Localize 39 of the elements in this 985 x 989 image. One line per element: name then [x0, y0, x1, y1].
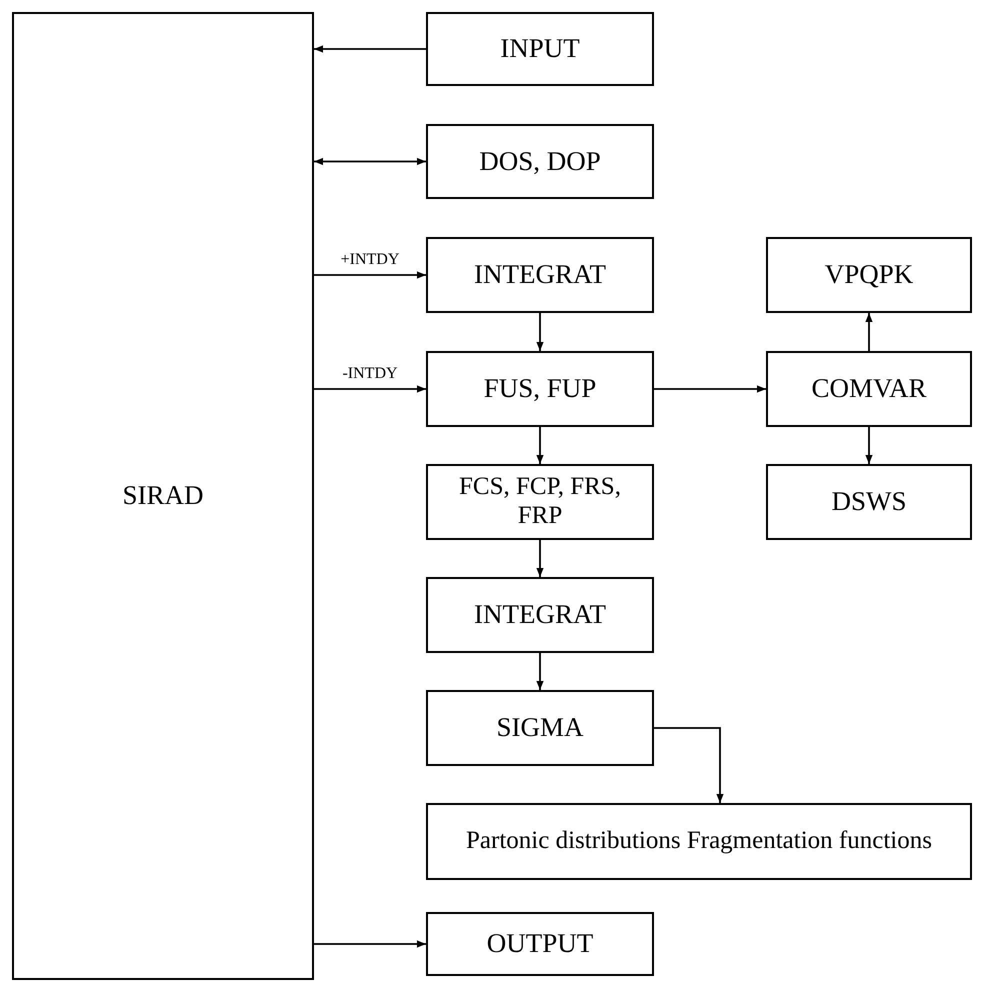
box-label: INPUT — [499, 33, 581, 65]
box-label: COMVAR — [810, 373, 928, 405]
process-box — [426, 912, 654, 976]
process-box — [426, 464, 654, 540]
box-label: FCS, FCP, FRS, FRP — [458, 473, 622, 531]
arrow — [314, 385, 426, 393]
process-box — [426, 12, 654, 86]
arrow — [865, 313, 873, 351]
arrow — [536, 653, 544, 690]
process-box — [12, 12, 314, 980]
box-label: DSWS — [830, 486, 908, 518]
box-label: OUTPUT — [486, 928, 594, 960]
process-box — [766, 237, 972, 313]
process-box — [426, 690, 654, 766]
arrow — [314, 158, 426, 166]
arrow — [536, 427, 544, 464]
arrow — [314, 45, 426, 53]
box-label: DOS, DOP — [478, 146, 602, 178]
process-box — [766, 464, 972, 540]
arrow — [865, 427, 873, 464]
box-label: Partonic distributions Fragmentation functions — [465, 827, 933, 856]
arrow — [536, 540, 544, 577]
process-box — [766, 351, 972, 427]
process-box — [426, 577, 654, 653]
process-box — [426, 351, 654, 427]
box-label: SIRAD — [121, 480, 204, 512]
process-box — [426, 237, 654, 313]
arrow — [654, 385, 766, 393]
box-label: VPQPK — [824, 259, 914, 291]
box-label: FUS, FUP — [482, 373, 598, 405]
process-box — [426, 124, 654, 199]
arrow — [314, 271, 426, 279]
box-label: INTEGRAT — [473, 599, 607, 631]
box-label: SIGMA — [495, 712, 584, 744]
process-box — [426, 803, 972, 880]
arrow — [654, 727, 724, 803]
arrow — [536, 313, 544, 351]
box-label: INTEGRAT — [473, 259, 607, 291]
arrow — [314, 940, 426, 948]
